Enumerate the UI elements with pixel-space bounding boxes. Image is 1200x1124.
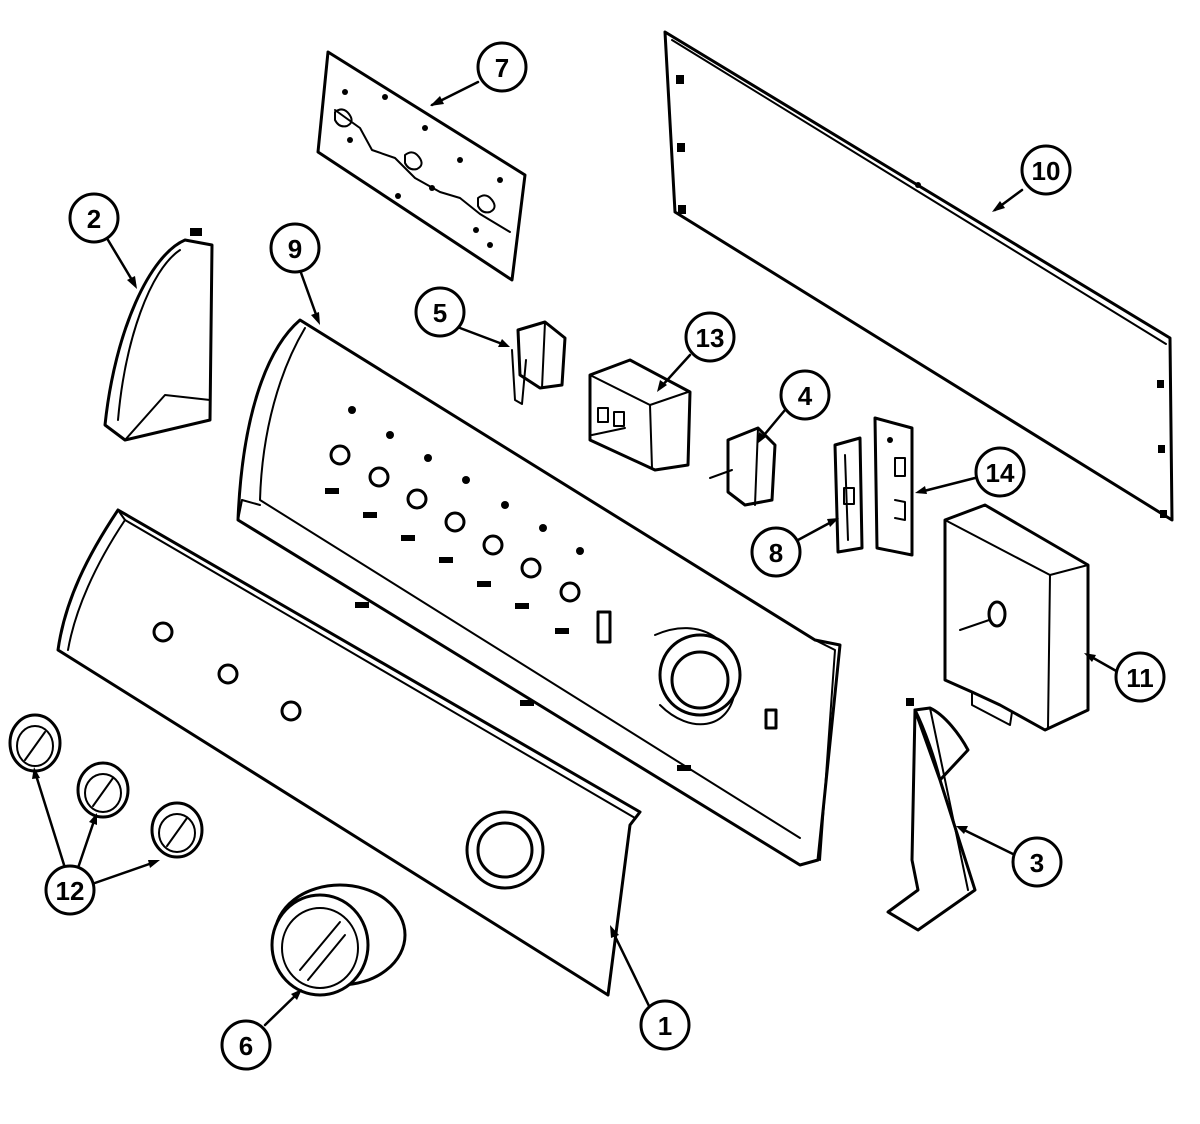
callout-9: 9 bbox=[269, 222, 321, 274]
callout-1-label: 1 bbox=[658, 1011, 672, 1041]
callout-6: 6 bbox=[220, 1019, 272, 1071]
part-large-knob-6 bbox=[270, 883, 407, 997]
callout-10-label: 10 bbox=[1032, 156, 1061, 186]
part-switch-4 bbox=[709, 426, 777, 507]
part-right-end-cap bbox=[886, 698, 977, 932]
part-small-knobs-12 bbox=[8, 713, 204, 859]
part-front-panel bbox=[56, 508, 691, 997]
part-module-box-11 bbox=[943, 503, 1090, 732]
callout-8: 8 bbox=[750, 526, 802, 578]
callout-13-label: 13 bbox=[696, 323, 725, 353]
part-bracket-8 bbox=[833, 436, 864, 554]
callout-8-label: 8 bbox=[769, 538, 783, 568]
callout-11-label: 11 bbox=[1126, 663, 1154, 693]
callout-11: 11 bbox=[1114, 651, 1166, 703]
part-switch-5 bbox=[511, 320, 567, 405]
callout-10: 10 bbox=[1020, 144, 1072, 196]
callout-3-label: 3 bbox=[1030, 848, 1044, 878]
part-rear-panel bbox=[663, 30, 1174, 522]
callout-14: 14 bbox=[974, 446, 1026, 498]
part-plate-14 bbox=[873, 416, 914, 557]
callout-2-label: 2 bbox=[87, 204, 101, 234]
callout-12: 12 bbox=[44, 864, 96, 916]
callout-4: 4 bbox=[779, 369, 831, 421]
callout-5-label: 5 bbox=[433, 298, 447, 328]
part-switch-13 bbox=[588, 358, 692, 472]
callout-1: 1 bbox=[639, 999, 691, 1051]
callout-12-label: 12 bbox=[56, 876, 85, 906]
callout-3: 3 bbox=[1011, 836, 1063, 888]
callout-14-label: 14 bbox=[986, 458, 1015, 488]
callout-leaders bbox=[32, 80, 1120, 1027]
callout-6-label: 6 bbox=[239, 1031, 253, 1061]
part-left-end-cap bbox=[103, 228, 214, 442]
part-console bbox=[236, 318, 842, 867]
callout-5: 5 bbox=[414, 286, 466, 338]
callout-7-label: 7 bbox=[495, 53, 509, 83]
callout-2: 2 bbox=[68, 192, 120, 244]
callout-9-label: 9 bbox=[288, 234, 302, 264]
callout-4-label: 4 bbox=[798, 381, 813, 411]
callout-13: 13 bbox=[684, 311, 736, 363]
part-control-board bbox=[316, 50, 527, 282]
callout-7: 7 bbox=[476, 41, 528, 93]
